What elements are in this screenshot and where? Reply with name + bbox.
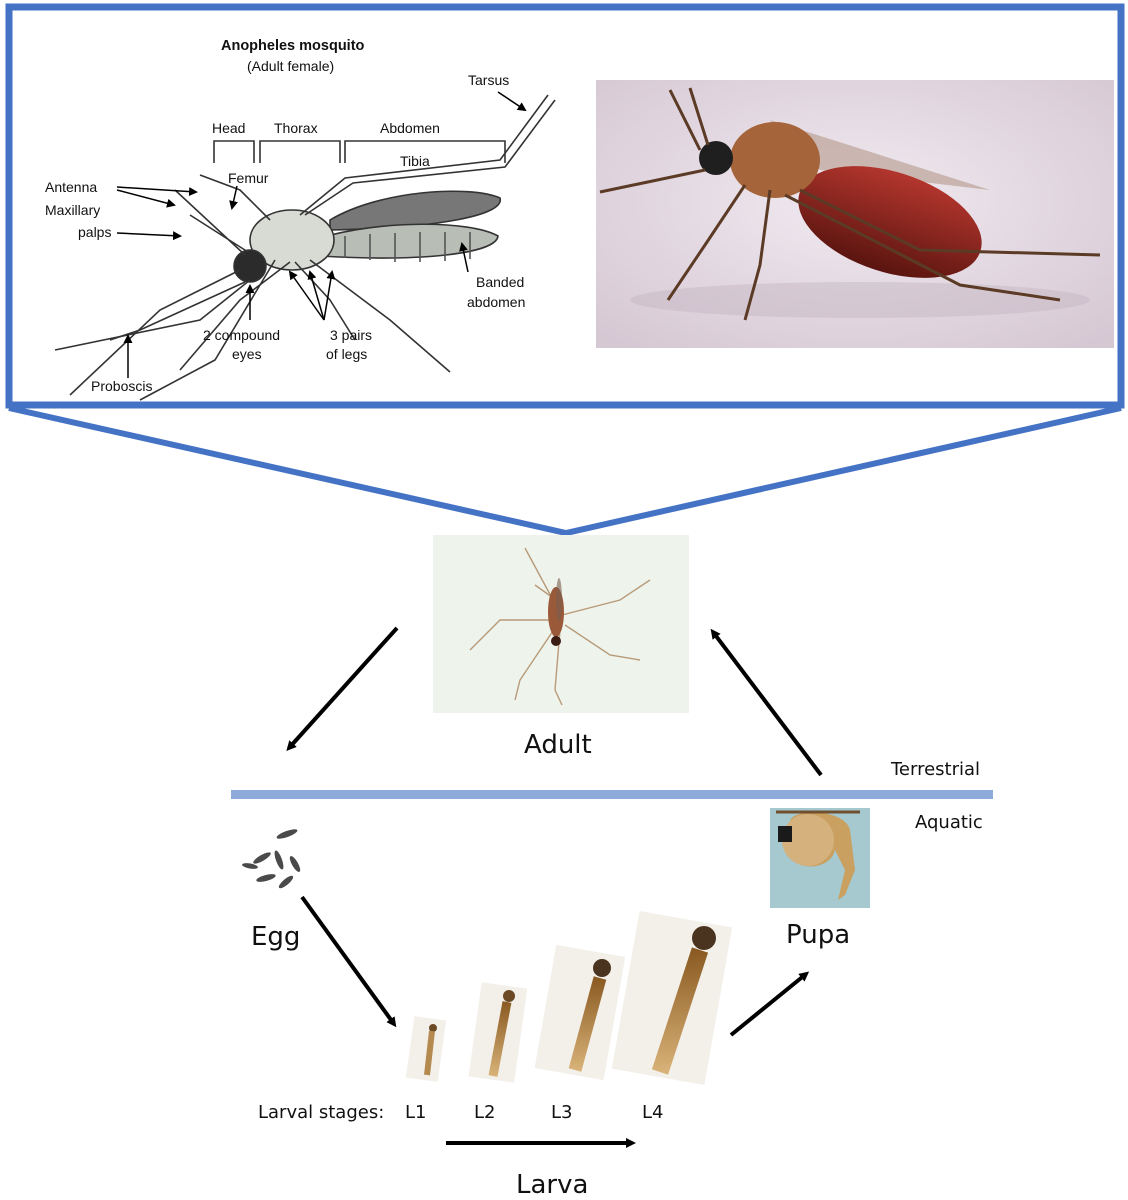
label-antenna: Antenna: [45, 179, 97, 195]
adult-specimen-image: [433, 535, 689, 713]
arrow-adult-to-egg: [289, 628, 397, 748]
callout-connector: [9, 408, 1121, 533]
larva-l2-image: [469, 982, 528, 1082]
stage-label-larva: Larva: [516, 1170, 588, 1200]
pupa-image: [770, 808, 870, 908]
habitat-label-terrestrial: Terrestrial: [891, 759, 980, 780]
egg-cluster: [242, 827, 302, 890]
label-pairs-legs-1: 3 pairs: [330, 327, 372, 343]
larva-l1-image: [406, 1016, 446, 1082]
larva-l3-image: [535, 945, 626, 1080]
stage-label-pupa: Pupa: [786, 920, 850, 950]
habitat-label-aquatic: Aquatic: [915, 812, 983, 833]
stage-label-egg: Egg: [251, 922, 300, 952]
stage-label-adult: Adult: [524, 730, 592, 760]
larval-stage-l4: L4: [642, 1102, 663, 1123]
label-tibia: Tibia: [400, 153, 430, 169]
label-head: Head: [212, 120, 245, 136]
anatomy-subtitle: (Adult female): [247, 58, 334, 74]
label-banded-abdomen: abdomen: [467, 294, 525, 310]
larva-l4-image: [612, 911, 732, 1085]
label-banded: Banded: [476, 274, 524, 290]
anatomy-title: Anopheles mosquito: [221, 38, 364, 54]
label-pairs-legs-2: of legs: [326, 346, 367, 362]
habitat-divider: [231, 790, 993, 799]
label-compound-eyes-2: eyes: [232, 346, 262, 362]
label-palps: palps: [78, 224, 111, 240]
label-abdomen: Abdomen: [380, 120, 440, 136]
label-femur: Femur: [228, 170, 268, 186]
label-compound-eyes-1: 2 compound: [203, 327, 280, 343]
label-tarsus: Tarsus: [468, 72, 509, 88]
arrow-egg-to-larva: [302, 897, 394, 1024]
larval-stage-l3: L3: [551, 1102, 572, 1123]
label-maxillary: Maxillary: [45, 202, 100, 218]
mosquito-photo: [596, 80, 1114, 348]
arrow-larva-to-pupa: [731, 974, 806, 1035]
larval-stage-l2: L2: [474, 1102, 495, 1123]
label-thorax: Thorax: [274, 120, 318, 136]
larval-stage-l1: L1: [405, 1102, 426, 1123]
arrow-pupa-to-adult: [713, 632, 821, 775]
label-proboscis: Proboscis: [91, 378, 152, 394]
larval-stages-label: Larval stages:: [258, 1102, 384, 1123]
